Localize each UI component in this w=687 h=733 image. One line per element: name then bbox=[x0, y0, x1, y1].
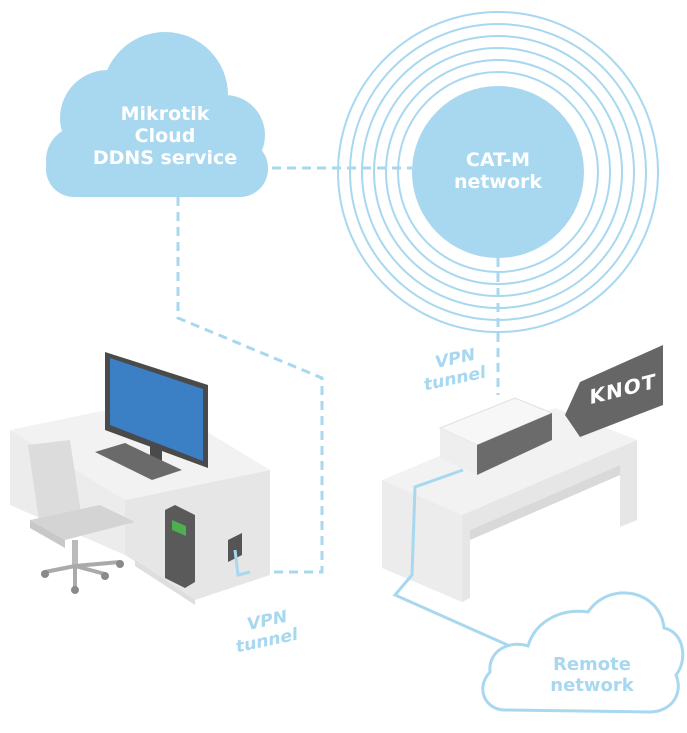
pc-tower bbox=[165, 505, 195, 588]
catm-line1: CAT-M bbox=[465, 149, 531, 171]
remote-label: Remote network bbox=[537, 654, 647, 696]
cloud-service-line3: DDNS service bbox=[92, 146, 238, 169]
chair bbox=[28, 440, 135, 594]
monitor bbox=[105, 352, 208, 468]
cloud-service-label: Mikrotik Cloud DDNS service bbox=[75, 103, 255, 170]
catm-line2: network bbox=[453, 170, 543, 193]
cloud-service-shape bbox=[46, 32, 268, 197]
link-cloud-to-pc bbox=[176, 197, 324, 574]
remote-cloud-shape bbox=[481, 591, 685, 714]
cloud-service-line2: Cloud bbox=[134, 124, 196, 147]
dashed-links bbox=[176, 166, 500, 574]
remote-line2: network bbox=[550, 674, 634, 696]
remote-line1: Remote bbox=[552, 654, 631, 675]
desk-right bbox=[382, 408, 637, 602]
keyboard bbox=[95, 443, 182, 480]
router bbox=[438, 397, 554, 475]
catm-core bbox=[412, 86, 584, 258]
cloud-service-line1: Mikrotik bbox=[120, 103, 210, 125]
cable-router-to-remote bbox=[392, 468, 531, 657]
catm-label: CAT-M network bbox=[428, 149, 568, 194]
knot-tag bbox=[565, 345, 663, 437]
wall-socket bbox=[228, 533, 251, 577]
